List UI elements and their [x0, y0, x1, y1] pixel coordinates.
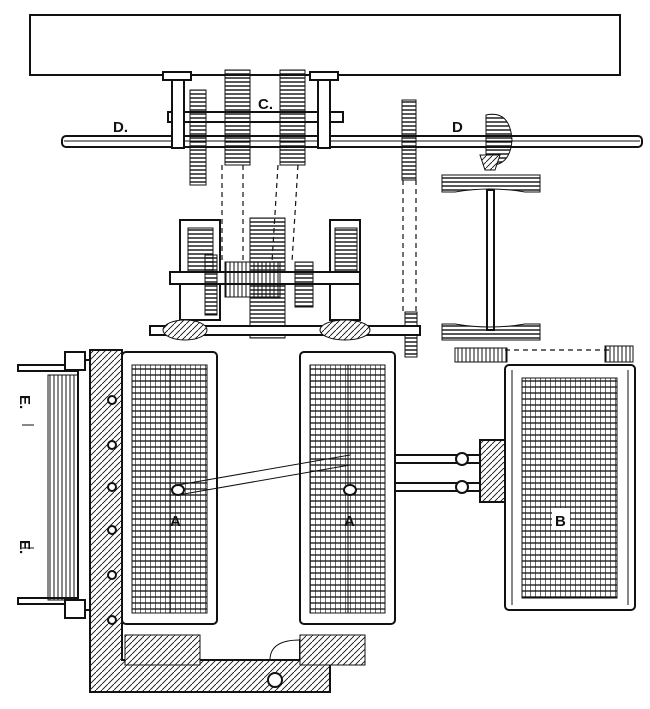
label-b: B [555, 513, 566, 530]
gear-frame [149, 217, 421, 341]
vertical-shaft [404, 174, 634, 363]
cylinder-b [504, 364, 636, 611]
countershaft-c [162, 69, 513, 186]
cylinder-a-left [121, 351, 218, 625]
flow-arrow-icons [22, 424, 34, 549]
belts [221, 164, 612, 351]
cylinder-a-right [299, 351, 396, 625]
ceiling-beam [29, 14, 621, 76]
frame-pipe [89, 349, 366, 693]
roller-e [17, 351, 91, 619]
label-d-right: D [452, 119, 463, 136]
label-a-right: A [344, 513, 355, 530]
label-c: C. [258, 96, 273, 113]
label-d-left: D. [113, 119, 128, 136]
label-a-left: A [170, 513, 181, 530]
label-e-bottom: E. [16, 540, 33, 554]
label-e-top: E. [16, 395, 33, 409]
